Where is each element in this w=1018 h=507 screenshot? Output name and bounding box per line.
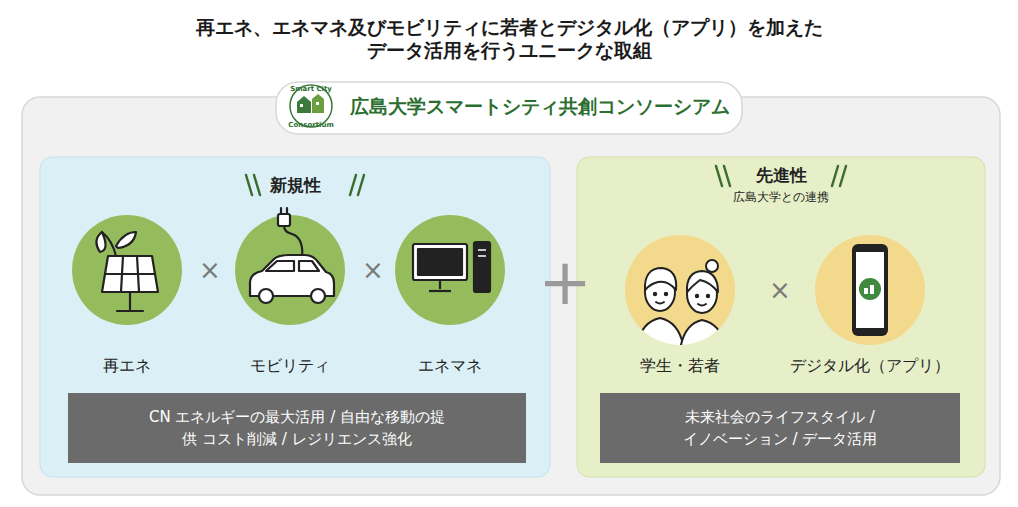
text-box: エネマネ bbox=[365, 353, 535, 379]
operator-symbol: × bbox=[362, 257, 384, 283]
logo-text: Smart City bbox=[290, 86, 332, 93]
text-box: 広島大学との連携 bbox=[577, 188, 985, 206]
diagram-title: 再エネ、エネマネ及びモビリティに若者とデジタル化（アプリ）を加えた データ活用を… bbox=[194, 16, 825, 62]
text-box: 新規性 bbox=[40, 171, 550, 201]
label-box: × bbox=[359, 254, 387, 286]
logo-text: Consortium bbox=[288, 122, 333, 129]
node-text: デジタル化（アプリ） bbox=[790, 354, 950, 378]
label-box: Smart City bbox=[287, 84, 335, 94]
node-text: 新規性 bbox=[270, 173, 321, 199]
node-text: 再エネ bbox=[103, 354, 151, 378]
summary-box: 未来社会のライフスタイル / イノベーション / データ活用 bbox=[600, 393, 960, 463]
label-box: × bbox=[766, 274, 794, 306]
text-box: 再エネ bbox=[42, 353, 212, 379]
text-box: CN エネルギーの最大活用 / 自由な移動の提供 コスト削減 / レジリエンス強… bbox=[68, 393, 526, 463]
text-box: モビリティ bbox=[205, 353, 375, 379]
advanced-panel: 先進性広島大学との連携学生・若者 デジタル化（アプリ） 未来社会のライフスタイル /… bbox=[577, 157, 985, 477]
text-box: 広島大学スマートシティ共創コンソーシアム bbox=[340, 90, 740, 122]
node-subtext: 広島大学との連携 bbox=[733, 188, 829, 206]
node-text: 学生・若者 bbox=[640, 354, 720, 378]
text-box: デジタル化（アプリ） bbox=[765, 353, 975, 379]
operator-symbol: × bbox=[199, 257, 221, 283]
node-text: 先進性 bbox=[756, 163, 807, 189]
circle-node: 再エネ bbox=[72, 215, 182, 380]
label-box: + bbox=[540, 250, 590, 314]
node-text: エネマネ bbox=[418, 354, 482, 378]
label-box: × bbox=[196, 254, 224, 286]
consortium-panel: 広島大学スマートシティ共創コンソーシアム新規性再エネモビリティエネマネCN エネ… bbox=[22, 97, 1000, 495]
circle-node: モビリティ bbox=[235, 215, 345, 380]
node-text: モビリティ bbox=[250, 354, 330, 378]
circle-node: デジタル化（アプリ） bbox=[815, 235, 925, 380]
summary-box: CN エネルギーの最大活用 / 自由な移動の提供 コスト削減 / レジリエンス強… bbox=[68, 393, 526, 463]
operator-symbol: + bbox=[538, 250, 592, 314]
node-text: CN エネルギーの最大活用 / 自由な移動の提供 コスト削減 / レジリエンス強… bbox=[143, 406, 451, 451]
title-box: 再エネ、エネマネ及びモビリティに若者とデジタル化（アプリ）を加えた データ活用を… bbox=[180, 14, 838, 64]
text-box: 未来社会のライフスタイル / イノベーション / データ活用 bbox=[600, 393, 960, 463]
operator-symbol: × bbox=[769, 277, 791, 303]
text-box: 学生・若者 bbox=[595, 353, 765, 379]
novelty-panel: 新規性再エネ モビリティ エネマネ CN エネルギーの最大活用 / 自由な移動の提供 … bbox=[40, 157, 550, 477]
circle-node: エネマネ bbox=[395, 215, 505, 380]
node-text: 広島大学スマートシティ共創コンソーシアム bbox=[350, 92, 730, 121]
node-text: 未来社会のライフスタイル / イノベーション / データ活用 bbox=[680, 406, 880, 451]
label-box: Consortium bbox=[287, 120, 335, 130]
text-box: 先進性 bbox=[577, 163, 985, 189]
circle-node: 学生・若者 bbox=[625, 235, 735, 380]
